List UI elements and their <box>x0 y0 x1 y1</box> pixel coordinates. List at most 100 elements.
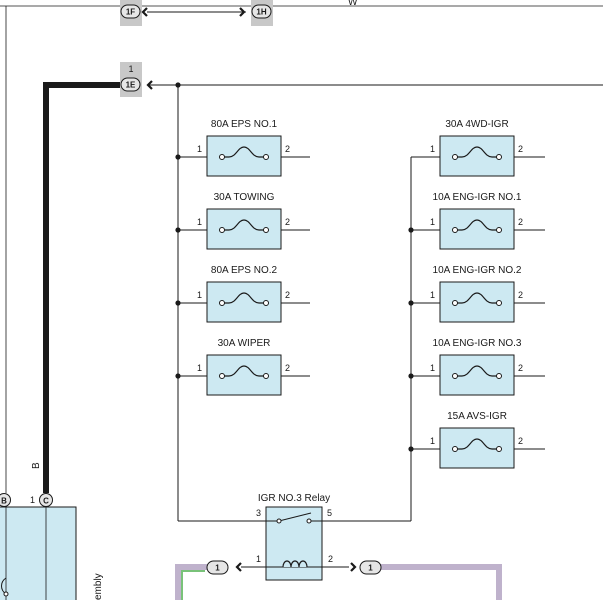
fuse-pin-in: 1 <box>430 217 435 227</box>
fuse-pin-in: 1 <box>430 363 435 373</box>
purple-harness-wire-left <box>175 564 215 600</box>
fuse-element <box>222 146 266 158</box>
relay-switch-terminal <box>276 518 282 524</box>
right-bus-group <box>322 157 412 522</box>
fuse-box <box>206 281 282 323</box>
fuse-element <box>455 219 499 231</box>
fuse-terminal <box>452 300 458 306</box>
fuse-label: 15A AVS-IGR <box>447 411 507 422</box>
fuse-box <box>439 208 515 250</box>
junction-dot <box>408 300 414 306</box>
assembly-block: B 1 C embly <box>0 493 104 600</box>
fuse-terminal <box>496 154 502 160</box>
top-wire-group: W 1F 1H <box>0 0 603 26</box>
fuse-eps-no2: 80A EPS NO.2 1 2 <box>175 265 310 323</box>
fuse-eps-no1: 80A EPS NO.1 1 2 <box>175 119 310 177</box>
relay-left-connector <box>206 560 229 575</box>
junction-dot <box>175 154 181 160</box>
relay-box <box>265 506 323 581</box>
junction-dot <box>175 300 181 306</box>
fuse-eng-igr-no2: 10A ENG-IGR NO.2 1 2 <box>408 265 545 323</box>
fuse-element <box>455 438 499 450</box>
fuse-terminal <box>452 373 458 379</box>
trunk-color-label: B <box>31 462 42 469</box>
connector-1e-group: 1 1E <box>120 62 603 97</box>
fuse-box <box>206 354 282 396</box>
fuse-pin-out: 2 <box>518 144 523 154</box>
junction-dot <box>408 373 414 379</box>
fuse-pin-out: 2 <box>285 144 290 154</box>
arrow-relay-right <box>350 562 357 572</box>
connector-c <box>39 493 53 507</box>
connector-1h <box>251 4 272 19</box>
fuse-terminal <box>496 373 502 379</box>
arrow-1h <box>239 7 246 17</box>
assembly-box <box>0 506 77 600</box>
fuse-label: 30A 4WD-IGR <box>445 119 508 130</box>
fuse-avs-igr: 15A AVS-IGR 1 2 <box>408 411 545 469</box>
fuse-eng-igr-no1: 10A ENG-IGR NO.1 1 2 <box>408 192 545 250</box>
fuse-label: 80A EPS NO.1 <box>211 119 278 130</box>
relay-left-connector-label: 1 <box>215 564 220 573</box>
relay-coil <box>282 560 308 568</box>
relay-pin-1: 1 <box>256 554 261 564</box>
junction-dot <box>175 227 181 233</box>
fuse-box <box>206 208 282 250</box>
fuse-element <box>222 219 266 231</box>
fuse-label: 10A ENG-IGR NO.1 <box>433 192 522 203</box>
fuse-pin-out: 2 <box>518 290 523 300</box>
fuse-label: 10A ENG-IGR NO.2 <box>433 265 522 276</box>
assembly-label: embly <box>93 573 104 600</box>
fuse-box <box>206 135 282 177</box>
fuse-terminal <box>496 446 502 452</box>
fuse-terminal <box>263 227 269 233</box>
igr-no3-relay: IGR NO.3 Relay 3 5 1 2 1 1 <box>206 493 382 581</box>
fuse-terminal <box>219 154 225 160</box>
black-trunk-wire <box>43 82 122 493</box>
fuse-pin-in: 1 <box>197 144 202 154</box>
junction-dot <box>175 373 181 379</box>
connector-1f <box>120 4 141 19</box>
fuse-element <box>455 365 499 377</box>
fuse-terminal <box>263 154 269 160</box>
fuse-element <box>222 365 266 377</box>
fuse-4wd-igr: 30A 4WD-IGR 1 2 <box>411 119 545 177</box>
fuse-pin-in: 1 <box>197 290 202 300</box>
fuse-terminal <box>452 227 458 233</box>
relay-pin-3: 3 <box>256 508 261 518</box>
fuse-element <box>455 146 499 158</box>
fuse-pin-in: 1 <box>430 436 435 446</box>
fuse-pin-out: 2 <box>518 436 523 446</box>
connector-1h-label: 1H <box>256 8 266 17</box>
connector-b <box>0 493 11 507</box>
fuse-pin-out: 2 <box>285 217 290 227</box>
fuse-towing: 30A TOWING 1 2 <box>175 192 310 250</box>
connector-c-pin: 1 <box>30 495 35 505</box>
fuse-element <box>455 292 499 304</box>
fuse-pin-in: 1 <box>430 144 435 154</box>
relay-pin-2: 2 <box>328 554 333 564</box>
fuse-label: 30A TOWING <box>214 192 275 203</box>
fuse-eng-igr-no3: 10A ENG-IGR NO.3 1 2 <box>408 338 545 396</box>
fuse-terminal <box>496 300 502 306</box>
fuse-terminal <box>263 300 269 306</box>
junction-dot <box>408 446 414 452</box>
fuse-box <box>439 427 515 469</box>
fuse-pin-out: 2 <box>285 290 290 300</box>
fuse-pin-in: 1 <box>197 363 202 373</box>
assembly-terminal <box>3 591 9 597</box>
purple-harness-wire-right <box>378 564 502 600</box>
fuse-label: 80A EPS NO.2 <box>211 265 278 276</box>
fuse-element <box>222 292 266 304</box>
fuse-box <box>439 135 515 177</box>
fuse-terminal <box>219 227 225 233</box>
connector-1f-label: 1F <box>126 8 135 17</box>
arrow-1f <box>141 7 148 17</box>
fuse-terminal <box>263 373 269 379</box>
fuse-box <box>439 354 515 396</box>
connector-b-label: B <box>1 497 7 506</box>
fuse-box <box>439 281 515 323</box>
fuse-terminal <box>219 373 225 379</box>
relay-label: IGR NO.3 Relay <box>258 493 330 504</box>
